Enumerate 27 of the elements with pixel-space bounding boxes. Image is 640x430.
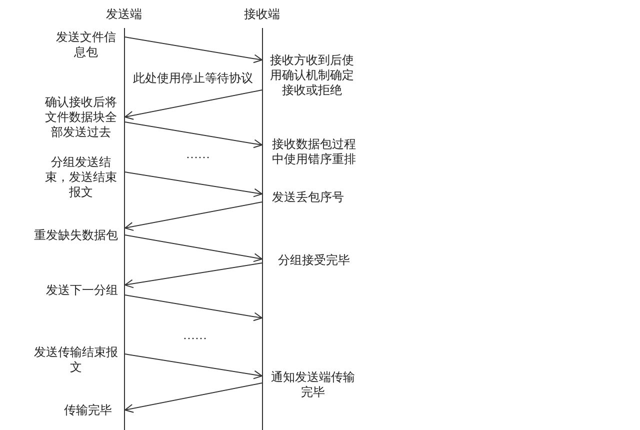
message-arrow — [124, 262, 262, 288]
step-note: 分组发送结束，发送结束报文 — [44, 155, 118, 200]
step-note: 分组接受完毕 — [278, 253, 351, 268]
step-note: 发送传输结束报文 — [33, 345, 119, 375]
message-arrow — [124, 36, 262, 64]
step-note: 发送文件信息包 — [55, 30, 117, 60]
step-note: 发送丢包序号 — [272, 190, 345, 205]
message-arrow — [124, 354, 262, 380]
protocol-note: 此处使用停止等待协议 — [133, 71, 253, 86]
lifeline-heading: 接收端 — [243, 7, 281, 22]
step-note: 通知发送端传输完毕 — [270, 370, 356, 400]
message-arrow — [124, 172, 262, 198]
message-arrow — [124, 202, 262, 231]
step-note: 接收数据包过程中使用错序重排 — [271, 137, 357, 167]
step-note: 发送下一分组 — [45, 283, 118, 298]
step-note: 传输完毕 — [63, 403, 112, 418]
message-arrow — [124, 90, 262, 120]
step-note: 确认接收后将文件数据块全部发送过去 — [44, 95, 118, 140]
message-arrow — [124, 122, 262, 148]
message-arrow — [124, 234, 262, 262]
ellipsis-text: …… — [185, 147, 211, 162]
ellipsis-text: …… — [182, 328, 208, 343]
message-arrow — [124, 294, 262, 322]
step-note: 接收方收到后使用确认机制确定接收或拒绝 — [269, 53, 355, 98]
lifeline-heading: 发送端 — [105, 7, 143, 22]
step-note: 重发缺失数据包 — [33, 228, 118, 243]
message-arrow — [124, 382, 262, 413]
